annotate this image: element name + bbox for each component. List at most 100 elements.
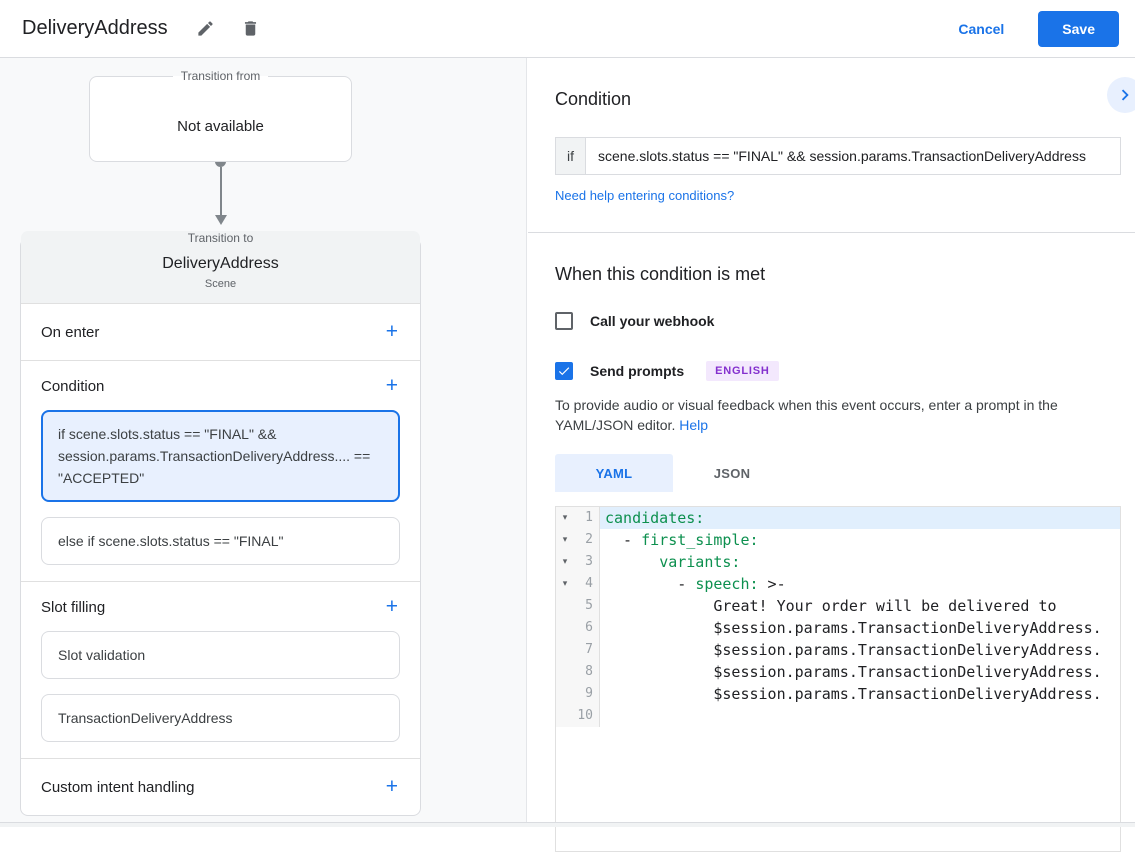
add-slot-button[interactable]: + (384, 595, 400, 618)
code-line[interactable]: 6 $session.params.TransactionDeliveryAdd… (556, 617, 1120, 639)
slot-transaction-item[interactable]: TransactionDeliveryAddress (41, 694, 400, 742)
condition-detail-panel: Condition if Need help entering conditio… (528, 58, 1135, 852)
chevron-right-icon (1114, 84, 1135, 106)
transition-to-card: Transition to DeliveryAddress Scene On e… (20, 231, 421, 816)
language-badge: ENGLISH (706, 361, 779, 381)
bottom-scrollbar-track[interactable] (0, 822, 1135, 827)
code-line[interactable]: 8 $session.params.TransactionDeliveryAdd… (556, 661, 1120, 683)
panel-divider (528, 232, 1135, 233)
line-number: 6 (585, 620, 593, 635)
webhook-label: Call your webhook (590, 313, 715, 329)
top-bar: DeliveryAddress Cancel Save (0, 0, 1135, 58)
condition-item-selected[interactable]: if scene.slots.status == "FINAL" && sess… (41, 410, 400, 502)
custom-intent-section: Custom intent handling + (21, 758, 420, 815)
slot-validation-item[interactable]: Slot validation (41, 631, 400, 679)
condition-item-else[interactable]: else if scene.slots.status == "FINAL" (41, 517, 400, 565)
line-number: 2 (585, 532, 593, 547)
code-line[interactable]: ▾ 3 variants: (556, 551, 1120, 573)
checkmark-icon (557, 364, 571, 378)
code-key: speech: (695, 575, 759, 593)
code-line[interactable]: ▾ 2 - first_simple: (556, 529, 1120, 551)
line-number: 10 (577, 708, 593, 723)
code-text: - (605, 575, 696, 593)
condition-help-link[interactable]: Need help entering conditions? (555, 188, 735, 203)
code-text (605, 553, 659, 571)
plus-icon: + (385, 775, 398, 798)
transition-from-value: Not available (177, 117, 264, 135)
fold-toggle-icon (556, 595, 574, 617)
scene-type: Scene (204, 278, 237, 290)
slot-filling-title: Slot filling (41, 598, 106, 616)
trash-icon (241, 19, 260, 38)
on-enter-title: On enter (41, 323, 100, 341)
scene-flow-canvas: Transition from Not available Transition… (0, 58, 527, 827)
code-line[interactable]: ▾ 1 candidates: (556, 507, 1120, 529)
yaml-code-editor[interactable]: ▾ 1 candidates: ▾ 2 - first_simple: ▾ 3 var… (555, 506, 1121, 852)
line-number: 5 (585, 598, 593, 613)
page-title: DeliveryAddress (22, 17, 168, 39)
scene-name: DeliveryAddress (162, 255, 279, 272)
webhook-checkbox[interactable] (555, 312, 573, 330)
fold-toggle-icon (556, 705, 574, 727)
condition-expression-input[interactable] (586, 137, 1121, 175)
line-number: 1 (585, 510, 593, 525)
code-line[interactable]: 9 $session.params.TransactionDeliveryAdd… (556, 683, 1120, 705)
code-key: variants: (659, 553, 741, 571)
fold-toggle-icon[interactable]: ▾ (562, 557, 568, 567)
collapse-panel-button[interactable] (1107, 77, 1135, 113)
condition-section-title: Condition (41, 377, 105, 395)
add-custom-intent-button[interactable]: + (384, 775, 400, 798)
tab-json[interactable]: JSON (673, 454, 791, 492)
slot-filling-section: Slot filling + Slot validation Transacti… (21, 581, 420, 758)
line-number: 8 (585, 664, 593, 679)
code-text: $session.params.TransactionDeliveryAddre… (605, 685, 1102, 703)
plus-icon: + (385, 374, 398, 397)
fold-toggle-icon (556, 661, 574, 683)
code-line[interactable]: ▾ 4 - speech: >- (556, 573, 1120, 595)
line-number: 4 (585, 576, 593, 591)
code-line[interactable]: 10 (556, 705, 1120, 727)
cancel-button[interactable]: Cancel (958, 20, 1005, 37)
line-number: 7 (585, 642, 593, 657)
fold-toggle-icon[interactable]: ▾ (562, 513, 568, 523)
scene-card-header: DeliveryAddress Scene (21, 231, 420, 303)
code-line[interactable]: 5 Great! Your order will be delivered to (556, 595, 1120, 617)
code-text: $session.params.TransactionDeliveryAddre… (605, 619, 1102, 637)
code-text: Great! Your order will be delivered to (605, 597, 1057, 615)
edit-scene-button[interactable] (190, 13, 221, 44)
fold-toggle-icon (556, 617, 574, 639)
send-prompts-checkbox[interactable] (555, 362, 573, 380)
if-prefix-label: if (555, 137, 586, 175)
transition-from-label: Transition from (180, 69, 261, 83)
prompts-description: To provide audio or visual feedback when… (555, 395, 1121, 435)
fold-toggle-icon[interactable]: ▾ (562, 535, 568, 545)
editor-tabs: YAML JSON (555, 454, 1121, 492)
delete-scene-button[interactable] (235, 13, 266, 44)
fold-toggle-icon (556, 639, 574, 661)
code-line[interactable]: 7 $session.params.TransactionDeliveryAdd… (556, 639, 1120, 661)
arrow-line (219, 167, 222, 215)
transition-from-box: Transition from Not available (89, 69, 352, 162)
add-on-enter-button[interactable]: + (384, 320, 400, 343)
transition-to-label: Transition to (187, 231, 254, 245)
code-text: $session.params.TransactionDeliveryAddre… (605, 663, 1102, 681)
plus-icon: + (385, 320, 398, 343)
condition-panel-title: Condition (555, 89, 632, 109)
code-text: >- (758, 575, 786, 593)
help-link[interactable]: Help (679, 417, 709, 433)
fold-toggle-icon[interactable]: ▾ (562, 579, 568, 589)
condition-section: Condition + if scene.slots.status == "FI… (21, 360, 420, 581)
on-enter-section: On enter + (21, 303, 420, 360)
save-button[interactable]: Save (1038, 10, 1119, 47)
tab-yaml[interactable]: YAML (555, 454, 673, 492)
line-number: 3 (585, 554, 593, 569)
code-text: - (605, 531, 642, 549)
line-number: 9 (585, 686, 593, 701)
plus-icon: + (385, 595, 398, 618)
add-condition-button[interactable]: + (384, 374, 400, 397)
code-key: candidates: (605, 509, 705, 527)
transition-arrow (20, 156, 421, 225)
pencil-icon (196, 19, 215, 38)
code-text: $session.params.TransactionDeliveryAddre… (605, 641, 1102, 659)
code-key: first_simple: (641, 531, 759, 549)
